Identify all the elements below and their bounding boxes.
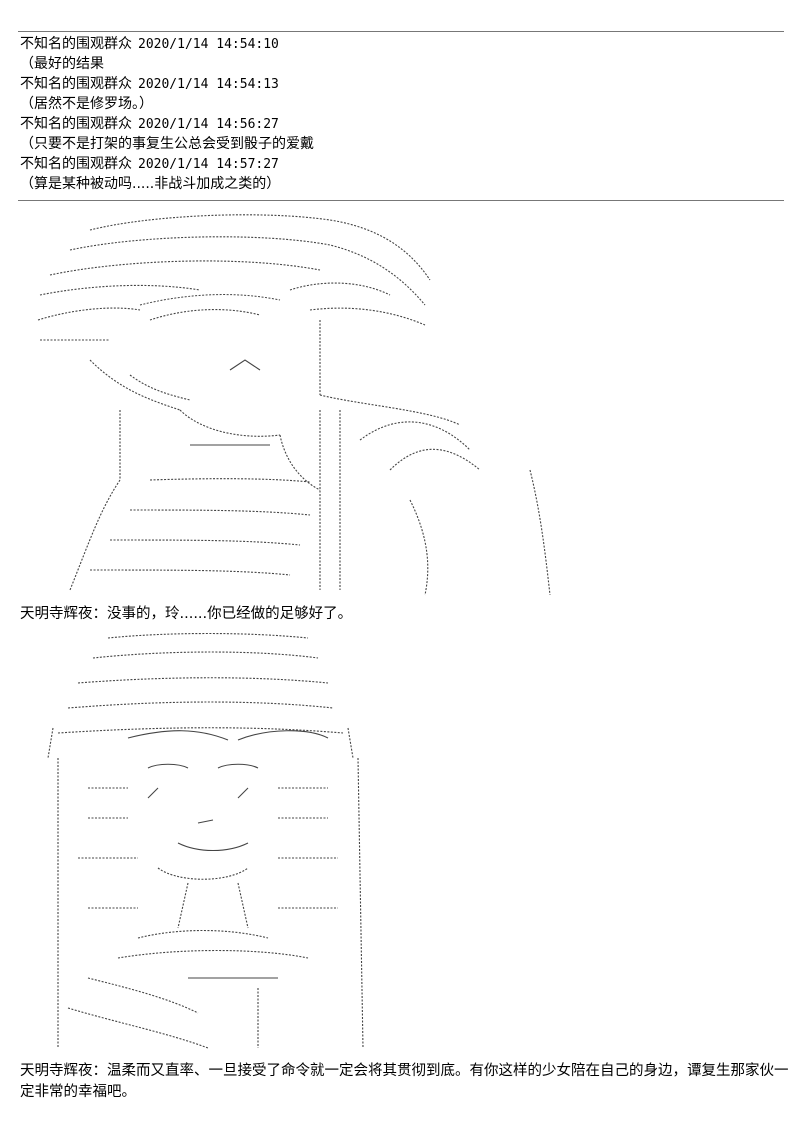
commenter-name: 不知名的围观群众: [20, 116, 132, 132]
comment-timestamp: 2020/1/14 14:56:27: [138, 117, 279, 132]
comment-timestamp: 2020/1/14 14:57:27: [138, 157, 279, 172]
dialog-line: 天明寺辉夜：温柔而又直率、一旦接受了命令就一定会将其贯彻到底。有你这样的少女陪在…: [20, 1063, 789, 1100]
commenter-name: 不知名的围观群众: [20, 36, 132, 52]
ascii-art-character-turning: [30, 210, 590, 600]
top-divider: [18, 31, 784, 32]
ascii-art-girl-portrait: [28, 628, 398, 1058]
comment-entry: 不知名的围观群众 2020/1/14 14:54:10 （最好的结果: [20, 34, 790, 74]
comment-entry: 不知名的围观群众 2020/1/14 14:54:13 （居然不是修罗场。）: [20, 74, 790, 114]
comment-entry: 不知名的围观群众 2020/1/14 14:57:27 （算是某种被动吗.....…: [20, 154, 790, 194]
comment-list: 不知名的围观群众 2020/1/14 14:54:10 （最好的结果 不知名的围观…: [20, 34, 790, 194]
comment-text: （算是某种被动吗.....非战斗加成之类的）: [20, 176, 281, 192]
comment-text: （最好的结果: [20, 56, 104, 72]
commenter-name: 不知名的围观群众: [20, 156, 132, 172]
commenter-name: 不知名的围观群众: [20, 76, 132, 92]
comments-divider: [18, 200, 784, 201]
dialog-line: 天明寺辉夜：没事的，玲......你已经做的足够好了。: [20, 606, 353, 622]
comment-text: （居然不是修罗场。）: [20, 96, 153, 112]
comment-timestamp: 2020/1/14 14:54:13: [138, 77, 279, 92]
comment-text: （只要不是打架的事复生公总会受到骰子的爱戴: [20, 136, 314, 152]
comment-entry: 不知名的围观群众 2020/1/14 14:56:27 （只要不是打架的事复生公总…: [20, 114, 790, 154]
comment-timestamp: 2020/1/14 14:54:10: [138, 37, 279, 52]
